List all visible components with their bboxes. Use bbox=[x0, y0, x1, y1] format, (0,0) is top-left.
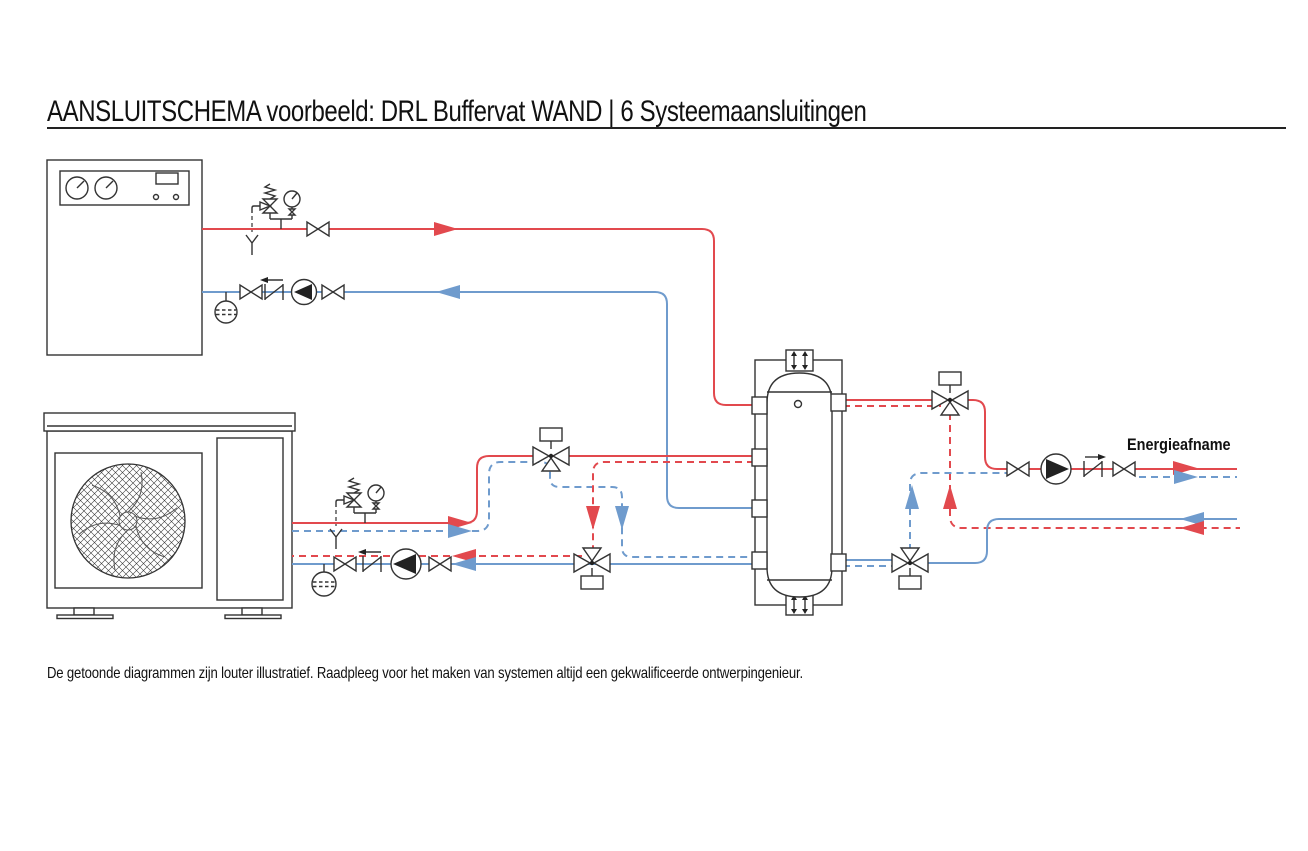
shutoff-valve-icon bbox=[428, 555, 452, 573]
flow-arrow-up bbox=[943, 485, 957, 509]
shutoff-valve-icon bbox=[1112, 460, 1136, 478]
flow-arrow-left bbox=[436, 285, 460, 299]
tundish-drain-icon bbox=[245, 234, 259, 255]
spring-icon bbox=[262, 183, 278, 200]
pipe-boiler-supply bbox=[202, 228, 754, 406]
flow-arrow-left bbox=[452, 557, 476, 571]
flow-arrow-up bbox=[905, 485, 919, 509]
flow-arrow-right bbox=[448, 524, 472, 538]
fan-icon bbox=[70, 463, 186, 579]
pipe-hp-supply-heating bbox=[292, 455, 754, 524]
pipes bbox=[202, 228, 1240, 567]
pumps bbox=[290, 278, 1072, 580]
safety-valve-group bbox=[329, 477, 385, 549]
pipe-hp-supply-cooling bbox=[292, 461, 754, 558]
flow-arrows bbox=[434, 222, 1204, 571]
mounting-bracket-top bbox=[785, 349, 814, 372]
three-way-valve-icon bbox=[931, 371, 969, 416]
three-way-valve-icon bbox=[573, 547, 611, 590]
pipe-vessel-return-cooling-left bbox=[592, 461, 754, 551]
tundish-drain-icon bbox=[329, 528, 343, 549]
shutoff-valve-icon bbox=[306, 220, 330, 238]
page-title: AANSLUITSCHEMA voorbeeld: DRL Buffervat … bbox=[47, 95, 867, 128]
check-valve-icon bbox=[260, 277, 284, 300]
safety-valve-group bbox=[245, 183, 301, 255]
check-valve-icon bbox=[358, 549, 382, 572]
flow-arrow-right bbox=[434, 222, 458, 236]
vent-port-icon bbox=[793, 399, 803, 409]
shutoff-valve-icon bbox=[239, 283, 263, 301]
heat-pump-side-panel bbox=[216, 437, 284, 601]
pump-icon bbox=[1040, 453, 1072, 485]
pipe-boiler-return bbox=[202, 291, 754, 509]
check-valves bbox=[260, 277, 1106, 572]
shutoff-valve-icon bbox=[1006, 460, 1030, 478]
pipe-load-supply-heating bbox=[843, 399, 1237, 470]
boiler-unit bbox=[46, 159, 203, 356]
pipe-load-return-heating bbox=[923, 518, 1237, 564]
heat-pump-foot bbox=[73, 607, 95, 616]
energy-load-label: Energieafname bbox=[1127, 435, 1231, 454]
three-way-valve-icon bbox=[532, 427, 570, 472]
boiler-button bbox=[152, 193, 160, 201]
shutoff-valve-icon bbox=[321, 283, 345, 301]
title-rule bbox=[47, 127, 1286, 129]
pump-icon bbox=[290, 278, 318, 306]
check-valve-icon bbox=[1083, 454, 1106, 477]
disclaimer-text: De getoonde diagrammen zijn louter illus… bbox=[47, 665, 803, 682]
flow-arrow-down bbox=[586, 506, 600, 530]
boiler-button bbox=[172, 193, 180, 201]
flow-arrow-right bbox=[1174, 470, 1198, 484]
pipe-load-supply-cooling-riser bbox=[909, 472, 1014, 551]
flow-arrow-left bbox=[1180, 521, 1204, 535]
heat-pump-foot bbox=[241, 607, 263, 616]
expansion-vessel-icon bbox=[311, 564, 337, 597]
pump-icon bbox=[390, 548, 422, 580]
flow-arrow-down bbox=[615, 506, 629, 530]
expansion-vessels bbox=[214, 292, 337, 597]
three-way-valves bbox=[532, 371, 969, 590]
pipe-load-return-cooling bbox=[949, 413, 1240, 529]
heat-pump-outdoor-unit bbox=[43, 412, 296, 620]
expansion-vessel-icon bbox=[214, 292, 238, 324]
shutoff-valve-icon bbox=[333, 555, 357, 573]
buffer-vessel bbox=[751, 349, 847, 616]
flow-arrow-left bbox=[1180, 512, 1204, 526]
spring-icon bbox=[346, 477, 362, 494]
three-way-valve-icon bbox=[891, 547, 929, 590]
shutoff-valves bbox=[239, 220, 1136, 573]
boiler-display bbox=[155, 172, 179, 185]
vessel-connections bbox=[751, 393, 847, 572]
